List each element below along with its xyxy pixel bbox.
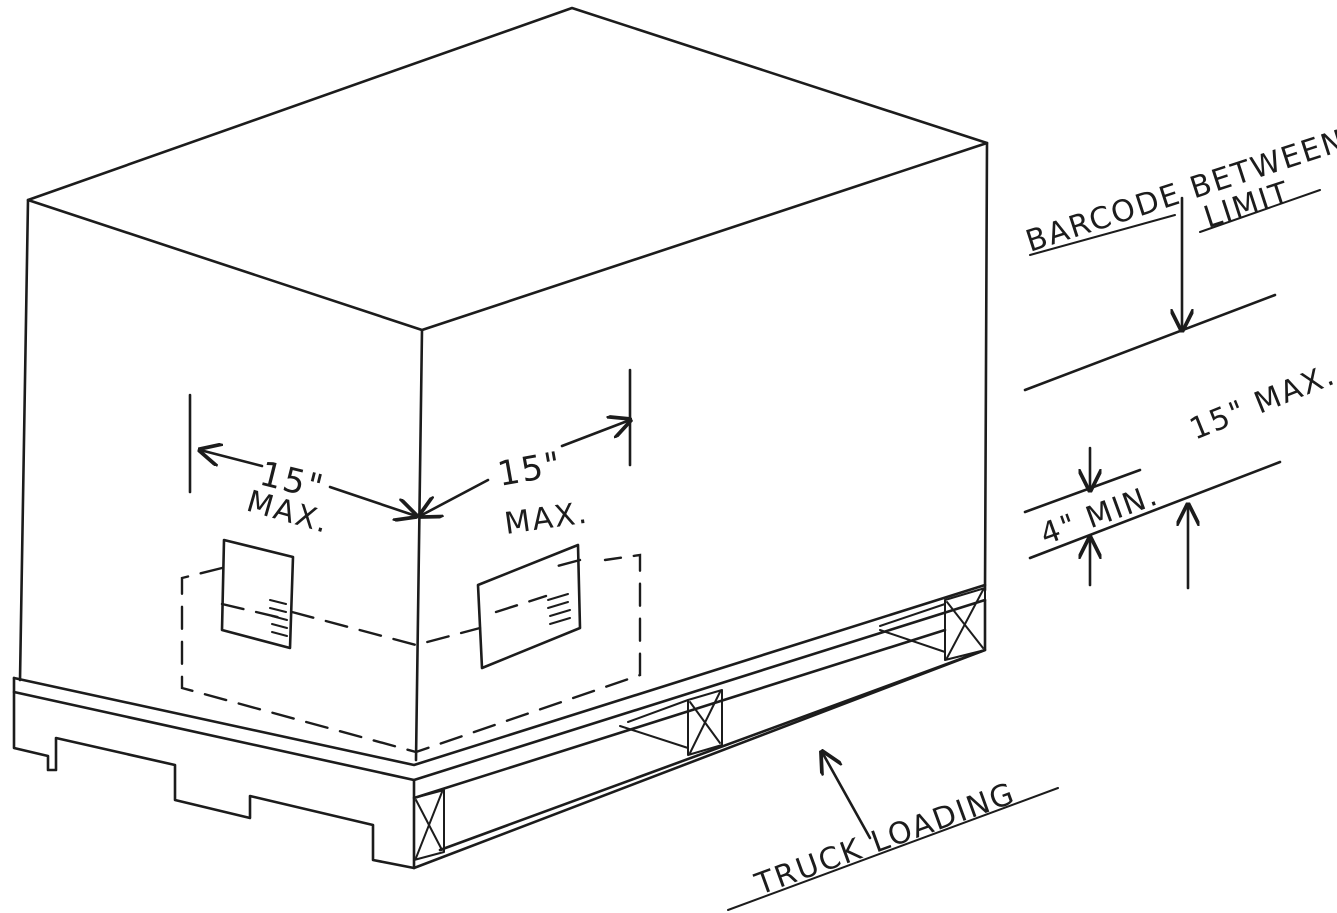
right-width-unit: MAX.: [502, 496, 591, 542]
truck-loading-label: TRUCK LOADING: [750, 776, 1021, 903]
right-width-dimension: [420, 368, 630, 516]
left-width-dimension: [188, 393, 416, 516]
barcode-between-label: BARCODE BETWEEN: [1022, 123, 1337, 260]
max-height-label: 15" MAX.: [1185, 357, 1337, 447]
min-height-label: 4" MIN.: [1036, 478, 1164, 553]
left-face-label: [220, 538, 295, 650]
barcode-limit-diagram: [1023, 189, 1321, 590]
label-zone-dashed: [180, 553, 642, 754]
right-face-label: [476, 543, 582, 670]
truck-loading-indicator: [727, 752, 1059, 911]
box-outline: [18, 6, 989, 762]
pallet: [12, 583, 987, 870]
right-width-value: 15": [495, 444, 566, 495]
